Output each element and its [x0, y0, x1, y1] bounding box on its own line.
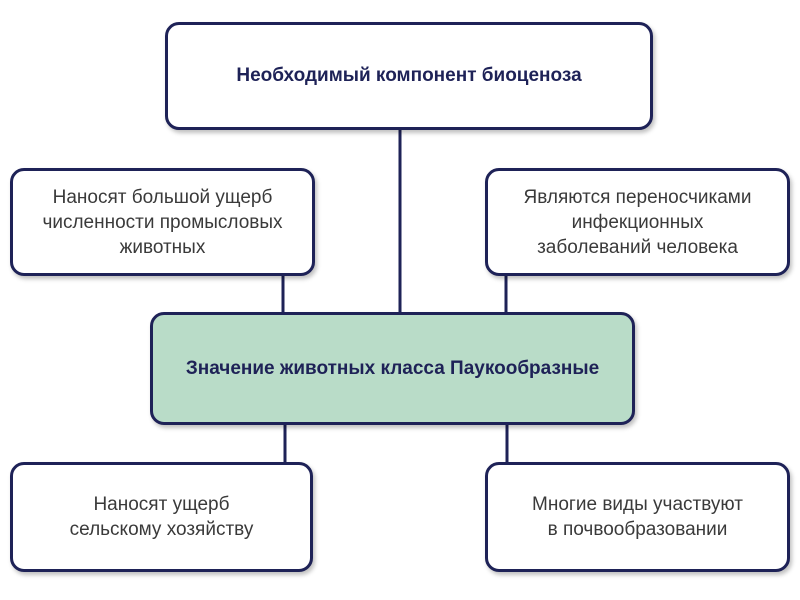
lower-left-line-2: сельскому хозяйству	[69, 519, 254, 540]
upper-left-line-2: численности промысловых	[42, 211, 283, 233]
upper-left-line-3: животных	[119, 236, 206, 258]
upper-right-node: Являются переносчиками инфекционных забо…	[485, 168, 790, 276]
center-node-label: Значение животных класса Паукообразные	[185, 357, 600, 379]
top-node-label: Необходимый компонент биоценоза	[236, 65, 582, 86]
upper-right-line-1: Являются переносчиками	[523, 186, 752, 208]
center-node: Значение животных класса Паукообразные	[150, 312, 635, 425]
lower-left-node: Наносят ущерб сельскому хозяйству	[10, 462, 313, 572]
lower-right-line-2: в почвообразовании	[547, 519, 728, 540]
upper-right-line-2: инфекционных	[571, 211, 704, 233]
lower-right-node: Многие виды участвуют в почвообразовании	[485, 462, 790, 572]
top-node: Необходимый компонент биоценоза	[165, 22, 653, 130]
upper-right-line-3: заболеваний человека	[537, 236, 738, 258]
lower-right-line-1: Многие виды участвуют	[532, 494, 743, 515]
upper-left-node: Наносят большой ущерб численности промыс…	[10, 168, 315, 276]
upper-left-line-1: Наносят большой ущерб	[52, 186, 273, 208]
lower-left-line-1: Наносят ущерб	[93, 494, 230, 515]
